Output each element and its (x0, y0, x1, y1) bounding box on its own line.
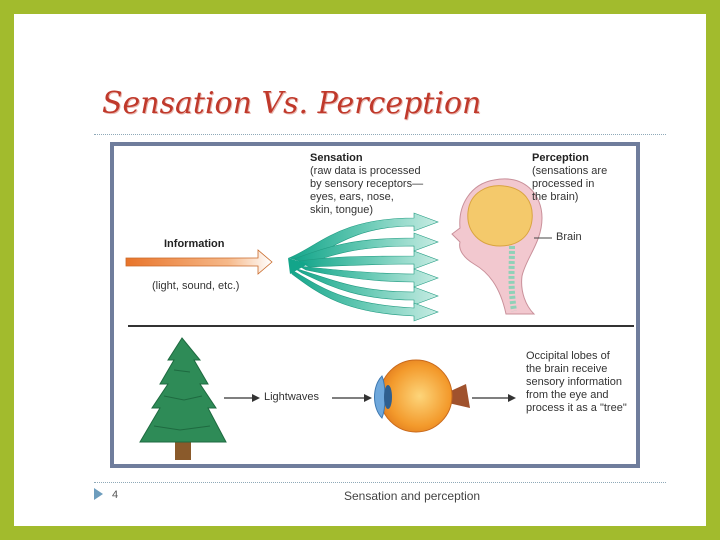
information-arrow-icon (125, 249, 273, 275)
eye-icon (374, 359, 470, 433)
sensation-description: (raw data is processed by sensory recept… (310, 165, 424, 216)
tree-icon (139, 337, 227, 460)
information-description: (light, sound, etc.) (152, 280, 240, 292)
footer-text: Sensation and perception (344, 489, 481, 503)
occipital-description: Occipital lobes of the brain receive sen… (526, 350, 627, 414)
brain-icon (467, 185, 533, 247)
sensation-fan-arrows-icon (288, 212, 439, 322)
head-icon (451, 178, 552, 315)
title-divider (94, 134, 666, 135)
perception-heading: Perception (532, 152, 589, 164)
arrow-right-icon (472, 394, 516, 402)
perception-description: (sensations are processed in the brain) (532, 165, 608, 203)
footer-bullet-icon (94, 488, 103, 500)
spine-icon (508, 245, 517, 312)
arrow-right-icon (224, 394, 260, 402)
slide-number: 4 (112, 489, 119, 501)
brain-label: Brain (556, 231, 582, 243)
lightwaves-label: Lightwaves (264, 391, 320, 403)
sensation-heading: Sensation (310, 152, 363, 164)
information-heading: Information (164, 238, 225, 250)
arrow-right-icon (332, 394, 372, 402)
sensation-perception-diagram: Sensation (raw data is processed by sens… (110, 142, 640, 468)
slide: Sensation Vs. Perception (14, 14, 706, 526)
diagram-graphics (125, 178, 634, 460)
footer-divider (94, 482, 666, 483)
slide-title: Sensation Vs. Perception (102, 86, 482, 121)
